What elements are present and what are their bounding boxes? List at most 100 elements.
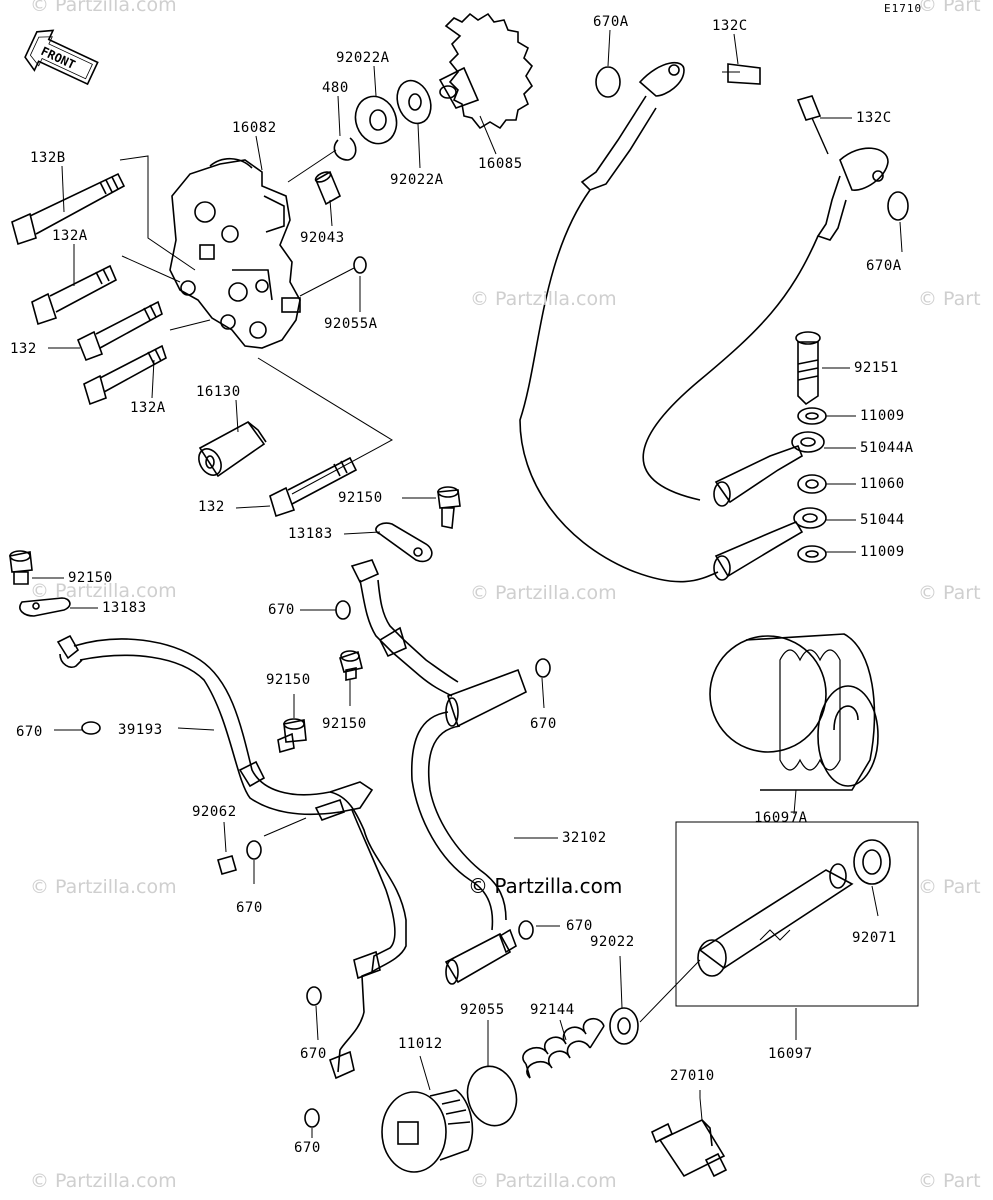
bolt-92150-left [9, 550, 33, 585]
label-92150-a: 92150 [338, 490, 383, 506]
banjo-51044A [713, 431, 825, 507]
label-132: 132 [10, 341, 37, 357]
strainer-16097 [697, 863, 854, 977]
bolt-132B [11, 172, 126, 246]
pin-92043 [314, 170, 342, 206]
label-670-c: 670 [16, 724, 43, 740]
oring-670A-top [595, 66, 621, 98]
label-132A-1: 132A [52, 228, 88, 244]
pump-bolt-leaders [119, 155, 394, 495]
label-670-e: 670 [566, 918, 593, 934]
label-132A-2: 132A [130, 400, 166, 416]
circlip-480 [333, 137, 357, 161]
label-16085: 16085 [478, 156, 523, 172]
bolt-92150-top [437, 486, 461, 529]
oil-hose-upper [519, 62, 889, 583]
label-670-f: 670 [300, 1046, 327, 1062]
bolt-92150-low [277, 718, 307, 754]
oring-670A-right [887, 191, 909, 221]
banjo-51044 [713, 507, 827, 581]
screw-92062 [217, 855, 237, 875]
main-watermark: © Partzilla.com [468, 874, 623, 898]
watermark-5: © Partzilla.com [30, 580, 177, 602]
label-11009-a: 11009 [860, 408, 905, 424]
label-92150-d: 92150 [322, 716, 367, 732]
watermark-11: © Partzilla.com [470, 1170, 617, 1192]
label-11009-b: 11009 [860, 544, 905, 560]
oring-670-g [304, 1108, 320, 1128]
plate-13183-top [375, 522, 433, 563]
label-51044: 51044 [860, 512, 905, 528]
label-13183-a: 13183 [288, 526, 333, 542]
oring-92055 [466, 1065, 518, 1127]
label-16097: 16097 [768, 1046, 813, 1062]
label-92071: 92071 [852, 930, 897, 946]
washer-92022A-upper [354, 95, 398, 145]
switch-27010 [650, 1097, 728, 1178]
oil-filter-16097A [709, 633, 879, 791]
oring-92055A [353, 256, 367, 274]
label-92022A-top: 92022A [336, 50, 390, 66]
label-16097A: 16097A [754, 810, 808, 826]
bolt-132A-upper [31, 264, 118, 326]
label-92055: 92055 [460, 1002, 505, 1018]
label-92144: 92144 [530, 1002, 575, 1018]
washer-92022 [609, 1007, 639, 1045]
gear-16085 [438, 12, 534, 130]
bolt-132-mid [269, 456, 358, 518]
bolt-92150-mid [339, 650, 363, 681]
label-39193: 39193 [118, 722, 163, 738]
watermark-12: © Part [918, 1170, 981, 1192]
label-92151: 92151 [854, 360, 899, 376]
watermark-3: © Partzilla.com [470, 288, 617, 310]
label-132B: 132B [30, 150, 66, 166]
label-92022A-bottom: 92022A [390, 172, 444, 188]
banjo-bolt-92151 [795, 331, 821, 406]
label-92055A: 92055A [324, 316, 378, 332]
watermark-9: © Part [918, 876, 981, 898]
washer-92022A-lower [396, 79, 432, 125]
label-92022: 92022 [590, 934, 635, 950]
watermark-4: © Part [918, 288, 981, 310]
leader-lines [32, 29, 903, 1138]
watermark-6: © Partzilla.com [470, 582, 617, 604]
oring-670-e [518, 920, 534, 940]
pipe-32102 [350, 559, 527, 985]
label-670-a: 670 [268, 602, 295, 618]
label-670A-right: 670A [866, 258, 902, 274]
seal-92071 [853, 839, 891, 885]
watermark-7: © Part [918, 582, 981, 604]
watermark-1: © Partzilla.com [30, 0, 177, 16]
watermark-2: © Part [918, 0, 981, 16]
pipe-39193 [56, 634, 407, 1080]
washer-11009-b [797, 545, 827, 563]
watermark-10: © Partzilla.com [30, 1170, 177, 1192]
bolt-132A-lower [83, 344, 167, 406]
label-132-b: 132 [198, 499, 225, 515]
label-92150-b: 92150 [68, 570, 113, 586]
label-13183-b: 13183 [102, 600, 147, 616]
diagram-reference-code: E1710 [884, 2, 923, 15]
label-132C-top: 132C [712, 18, 748, 34]
oring-670-c [81, 721, 101, 735]
label-670A-top: 670A [593, 14, 629, 30]
label-92150-c: 92150 [266, 672, 311, 688]
plug-11012 [381, 1089, 474, 1173]
oring-670-d [246, 840, 262, 860]
front-arrow-icon [24, 29, 99, 86]
label-92062: 92062 [192, 804, 237, 820]
label-670-b: 670 [530, 716, 557, 732]
sleeve-16130 [198, 420, 267, 478]
label-480: 480 [322, 80, 349, 96]
label-11060: 11060 [860, 476, 905, 492]
oring-670-b [535, 658, 551, 678]
label-670-g: 670 [294, 1140, 321, 1156]
label-132C-right: 132C [856, 110, 892, 126]
bolt-132 [76, 300, 163, 362]
oring-670-a [335, 600, 351, 620]
filter-assembly-box [675, 821, 919, 1007]
plate-13183-left [19, 597, 71, 617]
label-32102: 32102 [562, 830, 607, 846]
label-11012: 11012 [398, 1036, 443, 1052]
washer-11060 [797, 474, 827, 494]
